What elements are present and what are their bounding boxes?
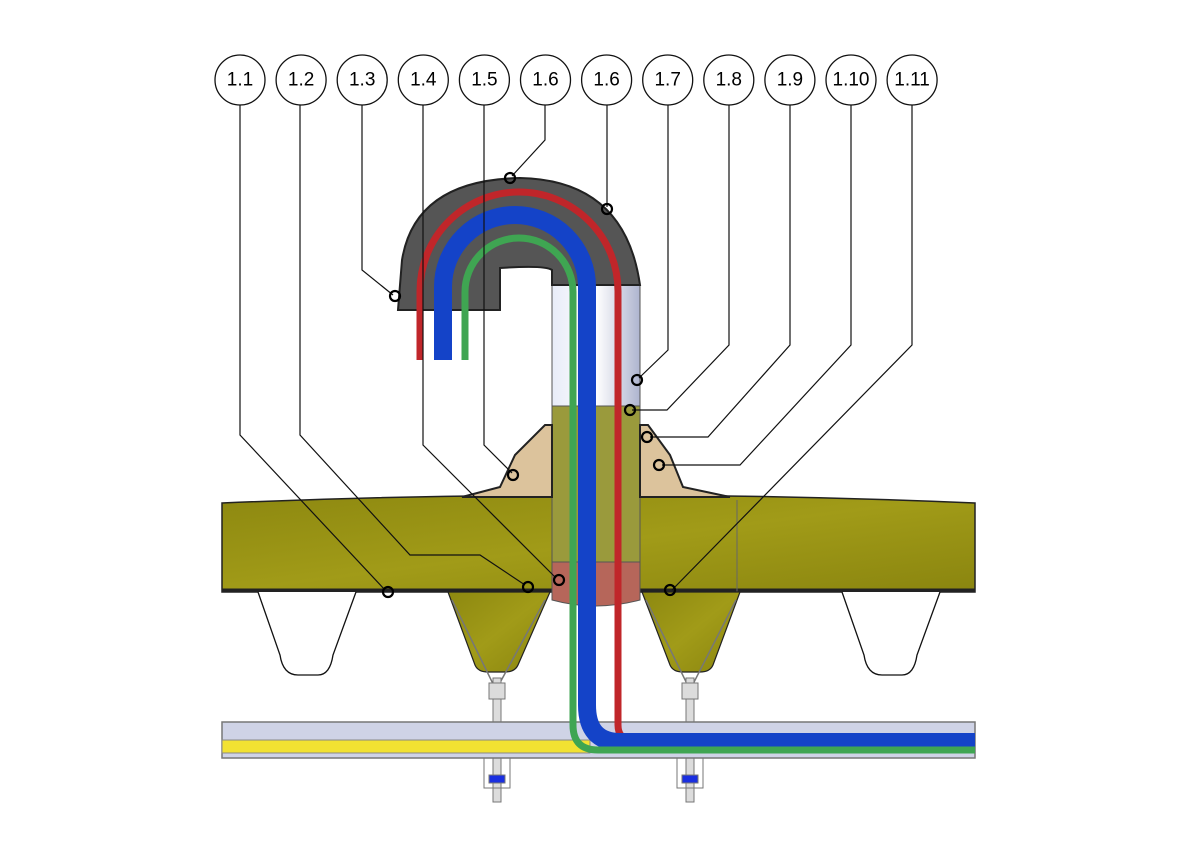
yellow-pipe xyxy=(221,739,591,754)
callout-label: 1.5 xyxy=(471,70,497,91)
blue-pipe xyxy=(434,206,975,751)
callout-label: 1.11 xyxy=(894,70,930,91)
callout-1-10: 1.10 xyxy=(825,54,877,106)
green-pipe xyxy=(461,234,975,754)
callout-1-6: 1.6 xyxy=(519,54,572,106)
flange-left xyxy=(461,424,553,498)
callout-1-8: 1.8 xyxy=(703,54,755,106)
callout-label: 1.10 xyxy=(833,70,870,91)
deck-rib-left xyxy=(257,591,357,676)
callout-circle xyxy=(336,54,388,106)
callout-circle xyxy=(703,54,755,106)
callout-label: 1.4 xyxy=(410,70,437,91)
callout-circle xyxy=(580,54,633,106)
callout-1-3: 1.3 xyxy=(336,54,388,106)
callout-circle xyxy=(458,54,511,106)
callout-circle xyxy=(397,54,449,106)
callout-label: 1.7 xyxy=(654,70,680,91)
callout-circle xyxy=(886,54,938,106)
callout-1-7: 1.7 xyxy=(642,54,694,106)
callout-label: 1.3 xyxy=(349,70,375,91)
callout-label: 1.6 xyxy=(532,70,558,91)
callout-label: 1.1 xyxy=(227,70,253,91)
callout-circle xyxy=(275,54,327,106)
callout-label: 1.9 xyxy=(777,70,803,91)
callout-circle xyxy=(519,54,572,106)
flange-right xyxy=(639,424,731,498)
target-markers xyxy=(381,171,677,599)
callout-label: 1.2 xyxy=(288,70,314,91)
leader-lines xyxy=(239,105,913,591)
callout-circle xyxy=(642,54,694,106)
red-pipe xyxy=(416,188,975,744)
callout-1-5: 1.5 xyxy=(458,54,511,106)
callout-circle xyxy=(764,54,816,106)
callout-label: 1.6 xyxy=(593,70,619,91)
callout-1-6: 1.6 xyxy=(580,54,633,106)
insulated-rib-left xyxy=(447,591,551,673)
callout-circle xyxy=(214,54,266,106)
callout-1-11: 1.11 xyxy=(886,54,938,106)
callout-1-4: 1.4 xyxy=(397,54,449,106)
deck-rib-right xyxy=(841,591,941,676)
threaded-rods xyxy=(483,677,704,803)
insulated-rib-right xyxy=(641,591,741,673)
callout-1-9: 1.9 xyxy=(764,54,816,106)
callout-label: 1.8 xyxy=(716,70,742,91)
callout-circle xyxy=(825,54,877,106)
callout-1-1: 1.1 xyxy=(214,54,266,106)
callout-1-2: 1.2 xyxy=(275,54,327,106)
